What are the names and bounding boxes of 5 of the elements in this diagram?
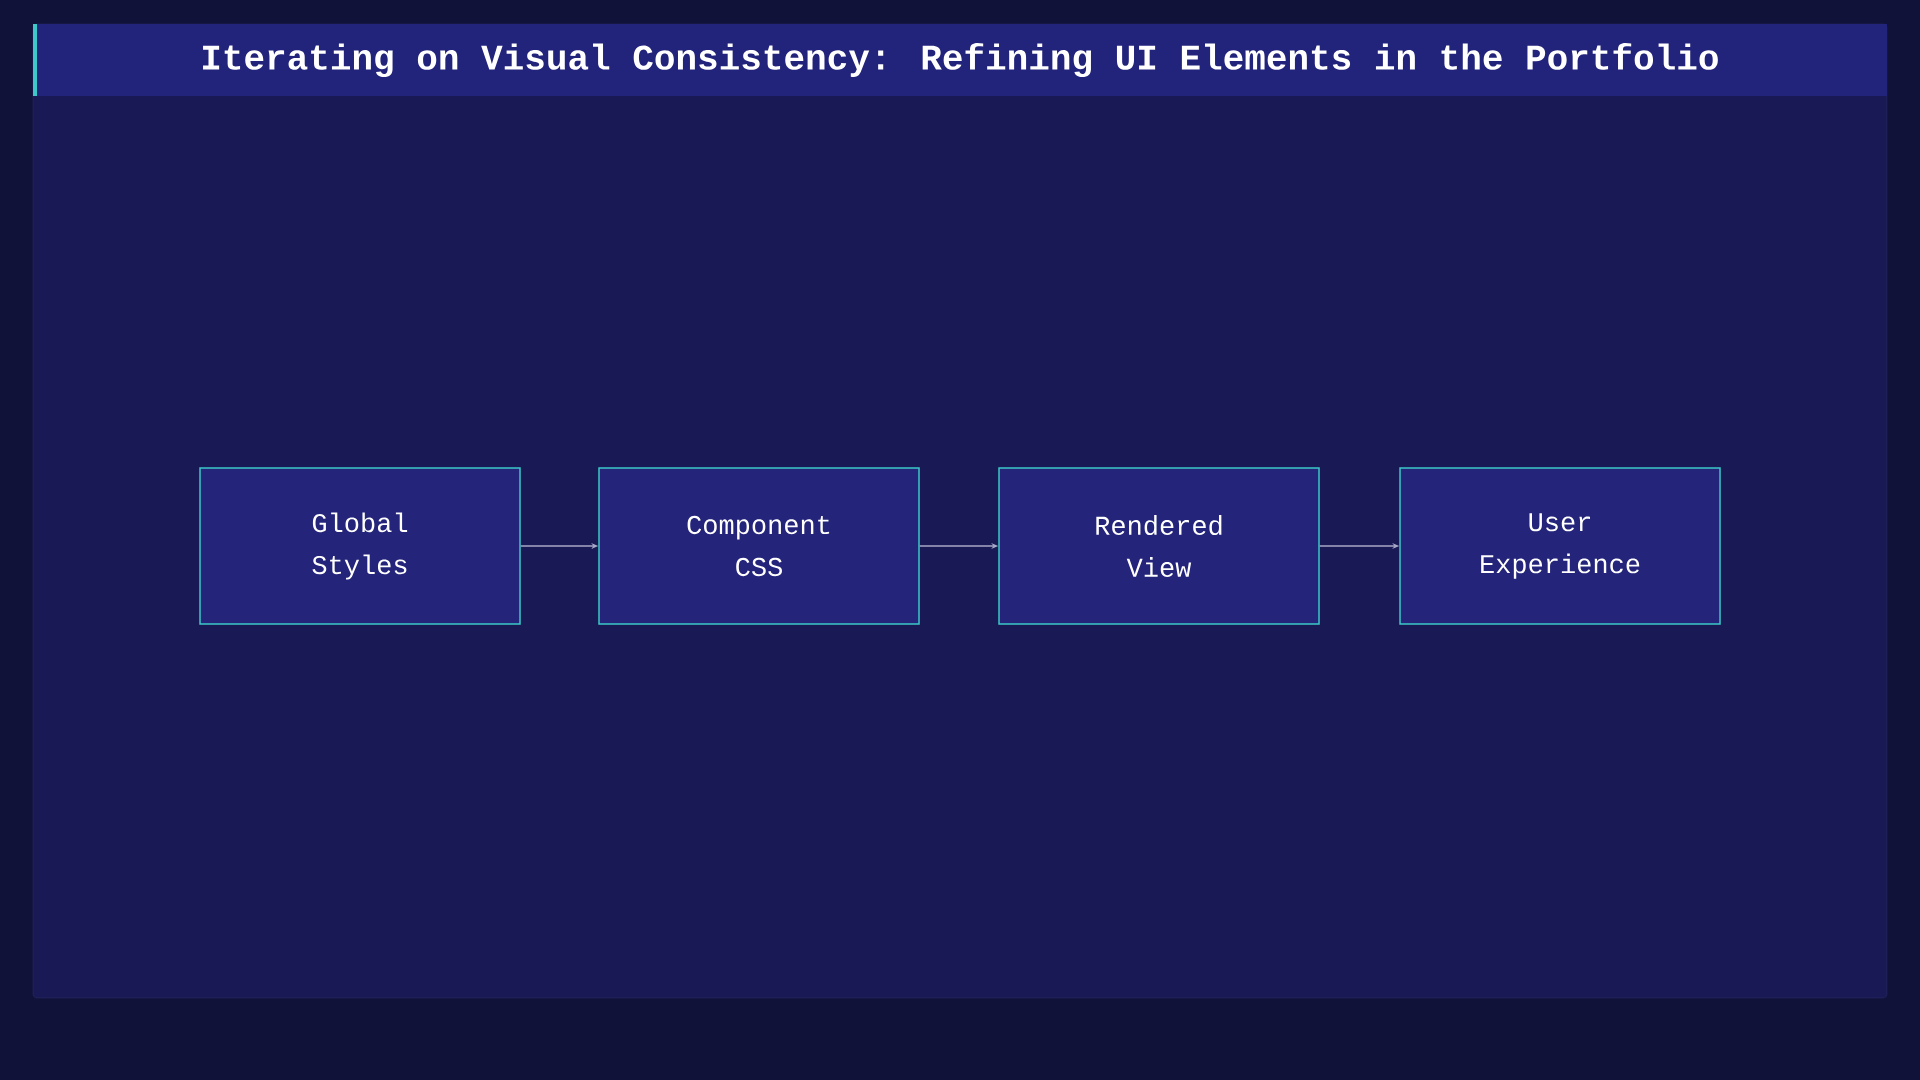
process-box: Global Styles bbox=[199, 467, 521, 625]
process-box: Component CSS bbox=[598, 467, 920, 625]
process-box: User Experience bbox=[1399, 467, 1721, 625]
process-box: Rendered View bbox=[998, 467, 1320, 625]
title-bar: Iterating on Visual Consistency: Refining UI Elements in the Portfolio bbox=[33, 24, 1887, 96]
